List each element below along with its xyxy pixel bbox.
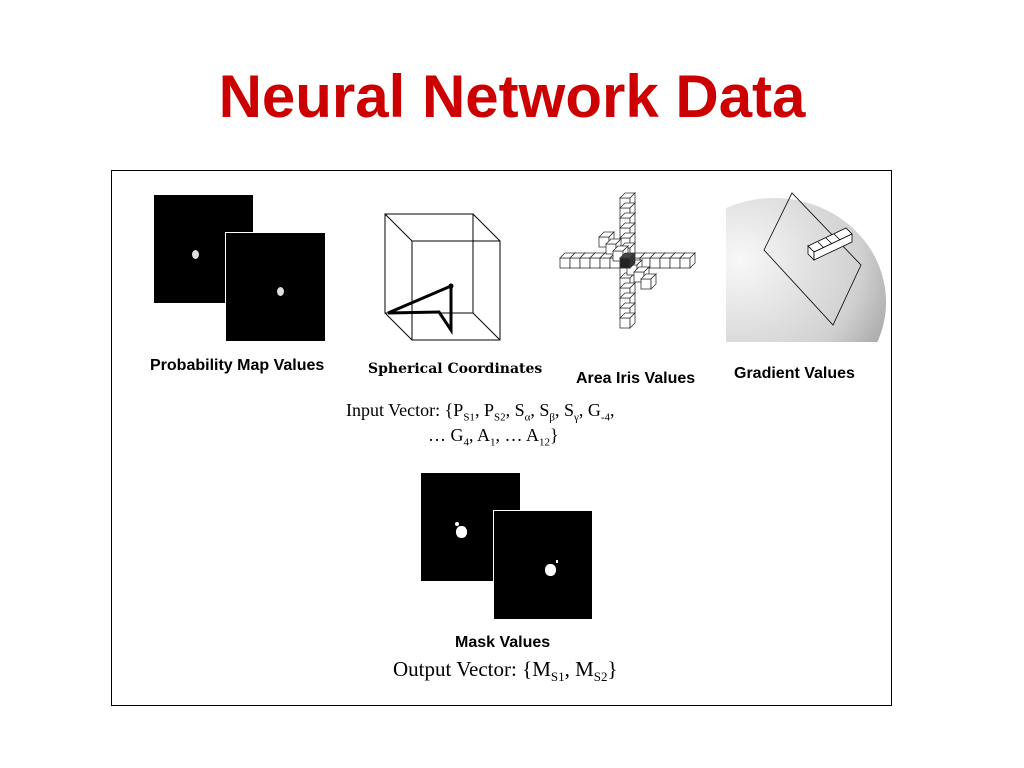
- probability-map-image-front: [225, 232, 326, 342]
- input-vector-line-2: … G4, A1, … A12}: [428, 425, 559, 449]
- gradient-label: Gradient Values: [734, 365, 855, 382]
- mask-image-front: [493, 510, 593, 620]
- mask-label: Mask Values: [455, 634, 551, 651]
- input-vector-line-1: Input Vector: {PS1, PS2, Sα, Sβ, Sγ, G-4…: [346, 400, 615, 424]
- area-iris-cross: [559, 192, 696, 329]
- spherical-coordinates-label: Spherical Coordinates: [368, 361, 543, 377]
- probability-map-label: Probability Map Values: [150, 357, 325, 374]
- diagram-frame: [111, 170, 892, 706]
- spherical-coordinates-cube: [384, 213, 501, 341]
- page-title: Neural Network Data: [218, 63, 806, 130]
- area-iris-label: Area Iris Values: [576, 370, 696, 387]
- gradient-sphere: [726, 192, 886, 342]
- output-vector: Output Vector: {MS1, MS2}: [393, 657, 618, 685]
